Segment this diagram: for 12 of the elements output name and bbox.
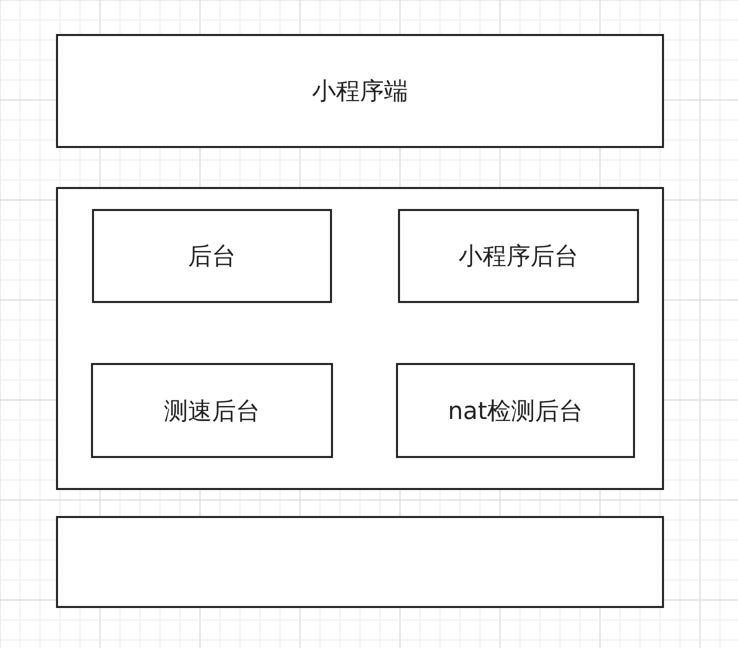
box-label: 后台 bbox=[188, 241, 236, 272]
storage-box bbox=[56, 516, 664, 608]
service-box bbox=[396, 363, 635, 458]
client-box bbox=[56, 34, 664, 148]
container-box bbox=[56, 187, 664, 490]
service-box bbox=[92, 209, 332, 303]
box-label: 小程序后台 bbox=[458, 241, 578, 272]
box-label: 小程序端 bbox=[312, 76, 408, 107]
service-box bbox=[91, 363, 333, 458]
box-label: nat检测后台 bbox=[448, 396, 584, 426]
box-label: 测速后台 bbox=[164, 396, 260, 426]
service-box bbox=[398, 209, 639, 303]
